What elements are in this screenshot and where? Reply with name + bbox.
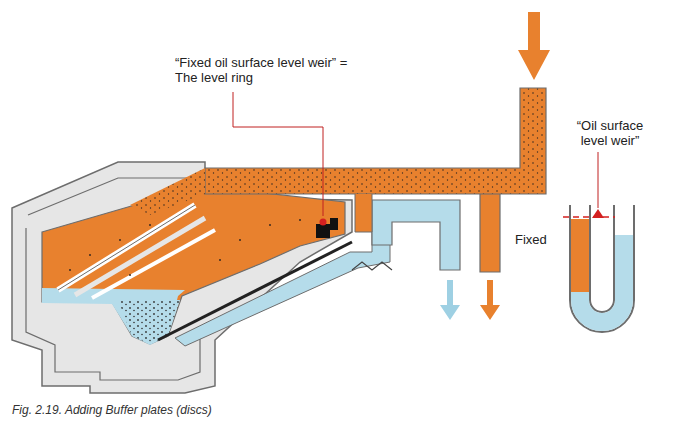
weir-label: “Oil surface level weir” [562,118,658,148]
level-ring-label: “Fixed oil surface level weir” = The lev… [175,55,360,85]
figure-caption: Fig. 2.19. Adding Buffer plates (discs) [12,403,212,418]
fixed-label: Fixed [515,232,547,247]
